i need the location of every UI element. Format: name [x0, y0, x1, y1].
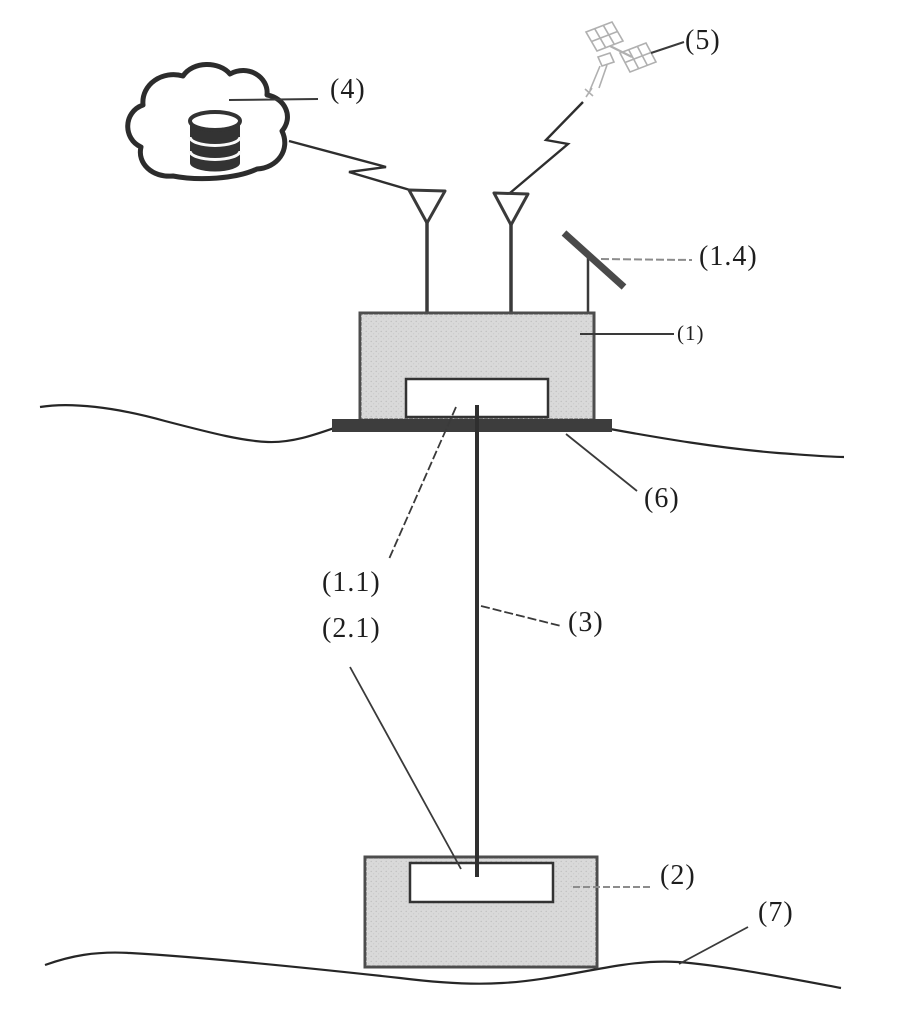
- cloud-database-icon: [125, 62, 290, 182]
- leader-3: [480, 605, 562, 627]
- subsea-unit-window: [408, 861, 555, 904]
- label-solar-panel: (1.4): [699, 241, 758, 272]
- satellite-icon: [584, 21, 658, 98]
- label-surface-inner-module: (1.1): [322, 567, 381, 598]
- radio-link-cloud-icon: [288, 139, 411, 192]
- leader-4: [228, 98, 319, 101]
- leader-7: [678, 926, 749, 965]
- leader-6: [565, 433, 638, 492]
- leader-2-1: [349, 666, 462, 870]
- antenna-right-icon: [492, 191, 530, 313]
- label-surface-unit: (1): [677, 321, 705, 345]
- solar-panel-icon: [561, 230, 627, 313]
- leader-1-1: [388, 406, 457, 560]
- water-surface-right: [609, 427, 845, 459]
- label-satellite: (5): [685, 25, 721, 56]
- label-plate: (6): [644, 483, 680, 514]
- ballast-plate: [332, 419, 612, 432]
- seabed-line: [44, 951, 842, 990]
- label-cable: (3): [568, 607, 604, 638]
- radio-link-satellite-icon: [509, 101, 584, 194]
- label-seabed: (7): [758, 897, 794, 928]
- water-surface-left: [39, 404, 347, 444]
- label-subsea-inner-module: (2.1): [322, 613, 381, 644]
- leader-1-4: [600, 258, 693, 261]
- label-cloud-db: (4): [330, 74, 366, 105]
- label-subsea-unit: (2): [660, 860, 696, 891]
- antenna-left-icon: [407, 188, 447, 313]
- database-icon: [188, 110, 242, 172]
- leader-5: [650, 41, 685, 54]
